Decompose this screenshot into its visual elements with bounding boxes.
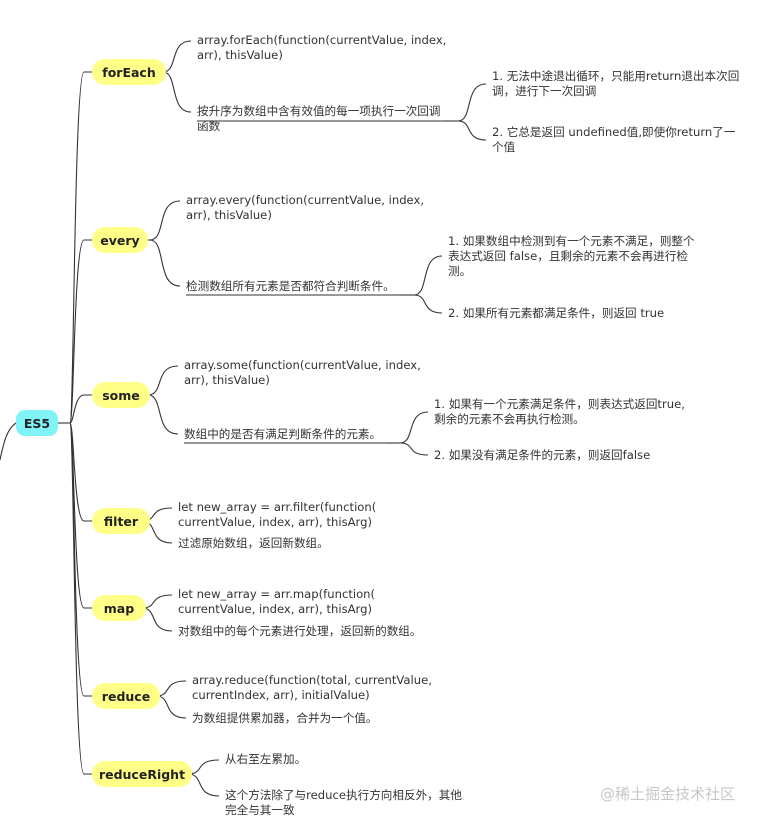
syntax-connector <box>149 200 181 241</box>
syntax-connector <box>155 680 187 697</box>
syntax-text: array.some(function(currentValue, index,… <box>184 358 421 388</box>
syntax-text-line: arr), thisValue) <box>186 208 272 222</box>
note-text-line: 表达式返回 false，且剩余的元素不会再进行检 <box>448 248 688 263</box>
desc-connector <box>149 239 181 287</box>
syntax-text-line: let new_array = arr.filter(function( <box>178 500 377 514</box>
syntax-text: 从右至左累加。 <box>225 752 306 767</box>
watermark: @稀土掘金技术社区 <box>599 785 735 803</box>
desc-connector <box>141 607 173 632</box>
description-text: 这个方法除了与reduce执行方向相反外，其他完全与其一致 <box>225 788 462 818</box>
syntax-text: let new_array = arr.map(function(current… <box>178 587 375 617</box>
syntax-connector <box>187 759 220 775</box>
description-text-line: 数组中的是否有满足判断条件的元素。 <box>184 426 382 441</box>
note-text-line: 个值 <box>492 140 516 154</box>
syntax-connector <box>162 40 192 73</box>
note-connector <box>399 442 429 456</box>
note-text: 2. 它总是返回 undefined值,即使你return了一个值 <box>492 125 735 155</box>
note-connector <box>457 120 487 141</box>
note-text: 1. 无法中途退出循环，只能用return退出本次回调，进行下一次回调 <box>492 69 739 99</box>
root-incoming-line <box>0 422 17 461</box>
syntax-text-line: array.every(function(currentValue, index… <box>186 193 425 207</box>
desc-connector <box>147 394 179 435</box>
description-text-line: 这个方法除了与reduce执行方向相反外，其他 <box>225 788 462 802</box>
description-text: 检测数组所有元素是否都符合判断条件。 <box>186 279 395 294</box>
branch-node-some[interactable]: some <box>92 382 150 408</box>
note-connector <box>457 83 487 122</box>
syntax-text-line: 从右至左累加。 <box>225 752 307 766</box>
syntax-text-line: arr), thisValue) <box>197 48 283 62</box>
note-text: 1. 如果有一个元素满足条件，则表达式返回true,剩余的元素不会再执行检测。 <box>434 397 685 427</box>
syntax-text: array.reduce(function(total, currentValu… <box>192 673 432 703</box>
branch-node-map[interactable]: map <box>92 595 146 621</box>
syntax-text-line: currentIndex, arr), initialValue) <box>192 688 370 702</box>
description-text: 按升序为数组中含有效值的每一项执行一次回调函数 <box>197 104 440 134</box>
syntax-text-line: array.some(function(currentValue, index, <box>184 358 421 372</box>
branch-node-every[interactable]: every <box>92 227 148 253</box>
note-connector <box>413 255 443 296</box>
syntax-text-line: array.reduce(function(total, currentValu… <box>192 673 432 687</box>
branch-connector <box>69 394 92 424</box>
syntax-text: let new_array = arr.filter(function(curr… <box>178 500 376 530</box>
description-text-line: 过滤原始数组，返回新数组。 <box>178 535 329 550</box>
desc-connector <box>162 71 192 113</box>
note-text: 1. 如果数组中检测到有一个元素不满足，则整个表达式返回 false，且剩余的元… <box>448 234 695 279</box>
desc-connector <box>187 773 220 797</box>
syntax-text-line: array.forEach(function(currentValue, ind… <box>197 33 447 47</box>
branch-node-filter[interactable]: filter <box>92 508 150 534</box>
note-text-line: 2. 如果没有满足条件的元素，则返回false <box>434 447 651 462</box>
description-text: 为数组提供累加器，合并为一个值。 <box>192 711 378 726</box>
syntax-text-line: let new_array = arr.map(function( <box>178 587 376 601</box>
note-text-line: 1. 如果数组中检测到有一个元素不满足，则整个 <box>448 233 695 248</box>
branch-connector <box>69 239 92 424</box>
desc-connector <box>155 695 187 719</box>
note-text: 2. 如果所有元素都满足条件，则返回 true <box>448 306 664 321</box>
description-text-line: 对数组中的每个元素进行处理，返回新的数组。 <box>178 623 422 638</box>
note-text-line: 2. 它总是返回 undefined值,即使你return了一 <box>492 125 736 139</box>
syntax-text-line: currentValue, index, arr), thisArg) <box>178 515 372 529</box>
note-connector <box>413 294 443 314</box>
description-text-line: 完全与其一致 <box>225 803 295 817</box>
note-text-line: 2. 如果所有元素都满足条件，则返回 true <box>448 305 665 320</box>
note-text-line: 剩余的元素不会再执行检测。 <box>434 412 585 426</box>
note-text-line: 1. 无法中途退出循环，只能用return退出本次回 <box>492 69 740 83</box>
description-text: 过滤原始数组，返回新数组。 <box>178 536 329 551</box>
syntax-text: array.every(function(currentValue, index… <box>186 193 424 223</box>
root-node-es5[interactable]: ES5 <box>16 410 58 436</box>
description-text-line: 按升序为数组中含有效值的每一项执行一次回调 <box>197 104 441 118</box>
note-text-line: 1. 如果有一个元素满足条件，则表达式返回true, <box>434 397 685 411</box>
note-text: 2. 如果没有满足条件的元素，则返回false <box>434 448 650 463</box>
description-text: 对数组中的每个元素进行处理，返回新的数组。 <box>178 624 421 639</box>
syntax-connector <box>141 594 173 609</box>
syntax-text-line: arr), thisValue) <box>184 373 270 387</box>
branch-connector <box>69 422 92 775</box>
note-connector <box>399 411 429 444</box>
note-text-line: 调，进行下一次回调 <box>492 84 597 98</box>
syntax-text-line: currentValue, index, arr), thisArg) <box>178 602 372 616</box>
branch-node-foreach[interactable]: forEach <box>92 59 166 85</box>
description-text: 数组中的是否有满足判断条件的元素。 <box>184 427 381 442</box>
description-text-line: 函数 <box>197 119 221 133</box>
syntax-connector <box>147 365 179 396</box>
description-text-line: 为数组提供累加器，合并为一个值。 <box>192 710 378 725</box>
note-text-line: 测。 <box>448 263 472 278</box>
branch-node-reduceright[interactable]: reduceRight <box>92 761 192 787</box>
branch-node-reduce[interactable]: reduce <box>92 683 160 709</box>
syntax-text: array.forEach(function(currentValue, ind… <box>197 33 446 63</box>
description-text-line: 检测数组所有元素是否都符合判断条件。 <box>186 278 395 293</box>
